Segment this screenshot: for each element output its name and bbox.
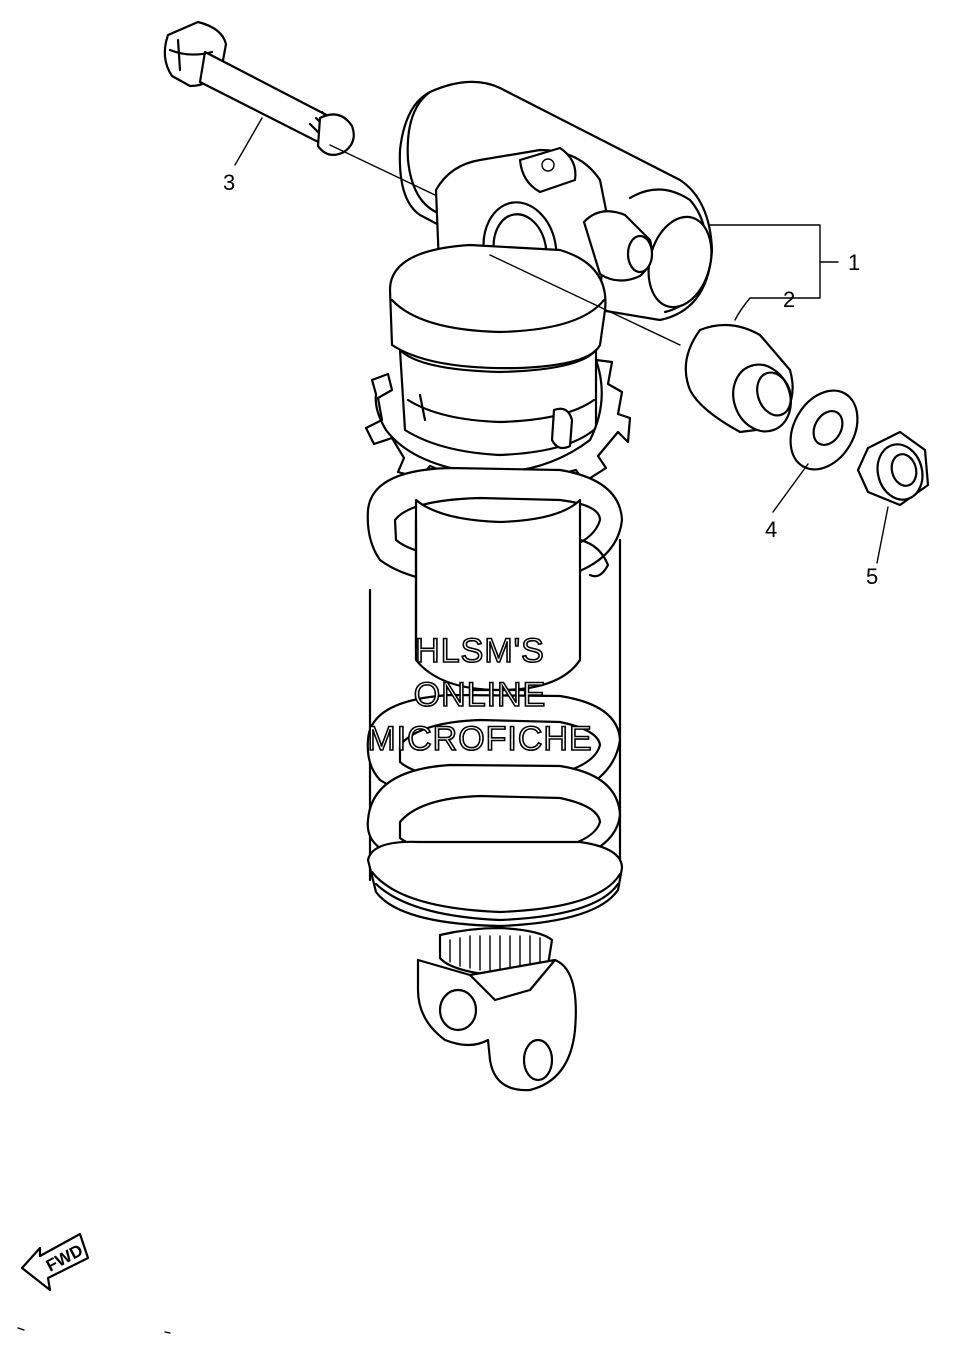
watermark-line-2: ONLINE: [414, 676, 547, 714]
callout-label-3: 3: [223, 170, 235, 195]
forward-arrow-icon: FWD: [20, 1232, 90, 1292]
nut-part-5: [856, 430, 930, 507]
scan-mark: [164, 1331, 171, 1334]
lower-clevis: [416, 958, 577, 1092]
washer-part-4: [789, 389, 859, 471]
watermark-line-1: HLSM'S: [415, 632, 545, 670]
scan-mark: [17, 1327, 25, 1331]
watermark-line-3: MICROFICHE: [367, 720, 592, 758]
callout-label-1: 1: [848, 250, 860, 275]
spring-adjuster-top: [388, 243, 607, 457]
callout-label-5: 5: [866, 564, 878, 589]
callout-label-4: 4: [765, 517, 777, 542]
collar-part-2: [684, 323, 794, 434]
bolt-part-3: [163, 20, 355, 157]
watermark: HLSM'S ONLINE MICROFICHE: [367, 631, 593, 759]
callout-label-2: 2: [783, 287, 795, 312]
leader-lines: [234, 117, 889, 564]
lower-spring-seat: [366, 840, 624, 928]
